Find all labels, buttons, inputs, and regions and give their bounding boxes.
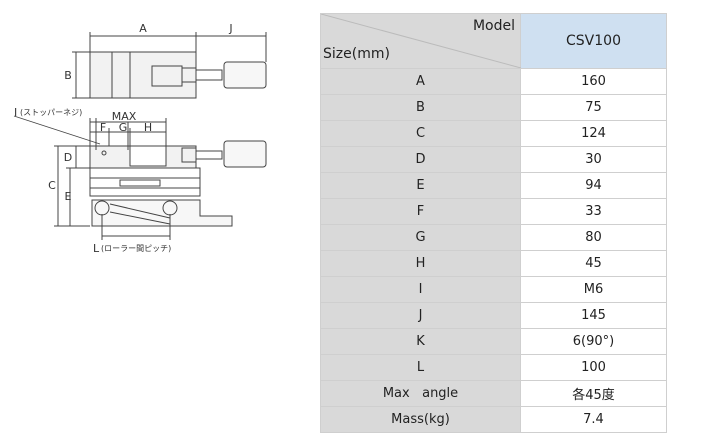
- vise-technical-drawing: A J B I (ストッパーネジ) MAX F G H D C E L (ローラ…: [13, 22, 267, 255]
- size-cell: G: [320, 224, 521, 251]
- value-cell: M6: [520, 276, 667, 303]
- dim-label-c: C: [48, 179, 56, 192]
- value-cell: 各45度: [520, 380, 667, 407]
- size-cell: A: [320, 68, 521, 95]
- size-cell: Max angle: [320, 380, 521, 407]
- model-name: CSV100: [520, 13, 667, 69]
- dim-label-j: J: [228, 22, 232, 35]
- dim-label-e: E: [65, 190, 72, 203]
- dim-label-b: B: [64, 69, 72, 82]
- size-cell: K: [320, 328, 521, 355]
- size-cell: D: [320, 146, 521, 173]
- size-cell: C: [320, 120, 521, 147]
- size-cell: L: [320, 354, 521, 381]
- roller-pitch-note: (ローラー間ピッチ): [101, 244, 171, 253]
- value-cell: 145: [520, 302, 667, 329]
- value-cell: 7.4: [520, 406, 667, 433]
- diagonal-divider: [321, 14, 521, 68]
- dim-label-f: F: [100, 121, 106, 134]
- table-row: Mass(kg)7.4: [320, 406, 667, 433]
- size-cell: E: [320, 172, 521, 199]
- size-cell: F: [320, 198, 521, 225]
- size-cell: J: [320, 302, 521, 329]
- value-cell: 33: [520, 198, 667, 225]
- table-header-row: Model Size(mm) CSV100: [320, 13, 667, 69]
- value-cell: 94: [520, 172, 667, 199]
- value-cell: 124: [520, 120, 667, 147]
- value-cell: 75: [520, 94, 667, 121]
- dim-label-l: L: [93, 242, 100, 255]
- side-view: [13, 115, 267, 240]
- top-view: [72, 32, 267, 99]
- header-model-label: Model: [472, 18, 515, 34]
- dim-label-i: I: [14, 106, 17, 119]
- dim-label-max: MAX: [112, 110, 137, 123]
- dim-label-a: A: [139, 22, 147, 35]
- size-cell: B: [320, 94, 521, 121]
- header-size-model-cell: Model Size(mm): [320, 13, 521, 69]
- value-cell: 100: [520, 354, 667, 381]
- value-cell: 45: [520, 250, 667, 277]
- size-cell: I: [320, 276, 521, 303]
- value-cell: 6(90°): [520, 328, 667, 355]
- value-cell: 30: [520, 146, 667, 173]
- stopper-screw-note: (ストッパーネジ): [20, 108, 82, 117]
- dim-label-d: D: [64, 151, 72, 164]
- dim-label-g: G: [119, 121, 128, 134]
- header-size-label: Size(mm): [323, 46, 390, 62]
- dim-label-h: H: [144, 121, 152, 134]
- value-cell: 160: [520, 68, 667, 95]
- size-cell: H: [320, 250, 521, 277]
- size-cell: Mass(kg): [320, 406, 521, 433]
- value-cell: 80: [520, 224, 667, 251]
